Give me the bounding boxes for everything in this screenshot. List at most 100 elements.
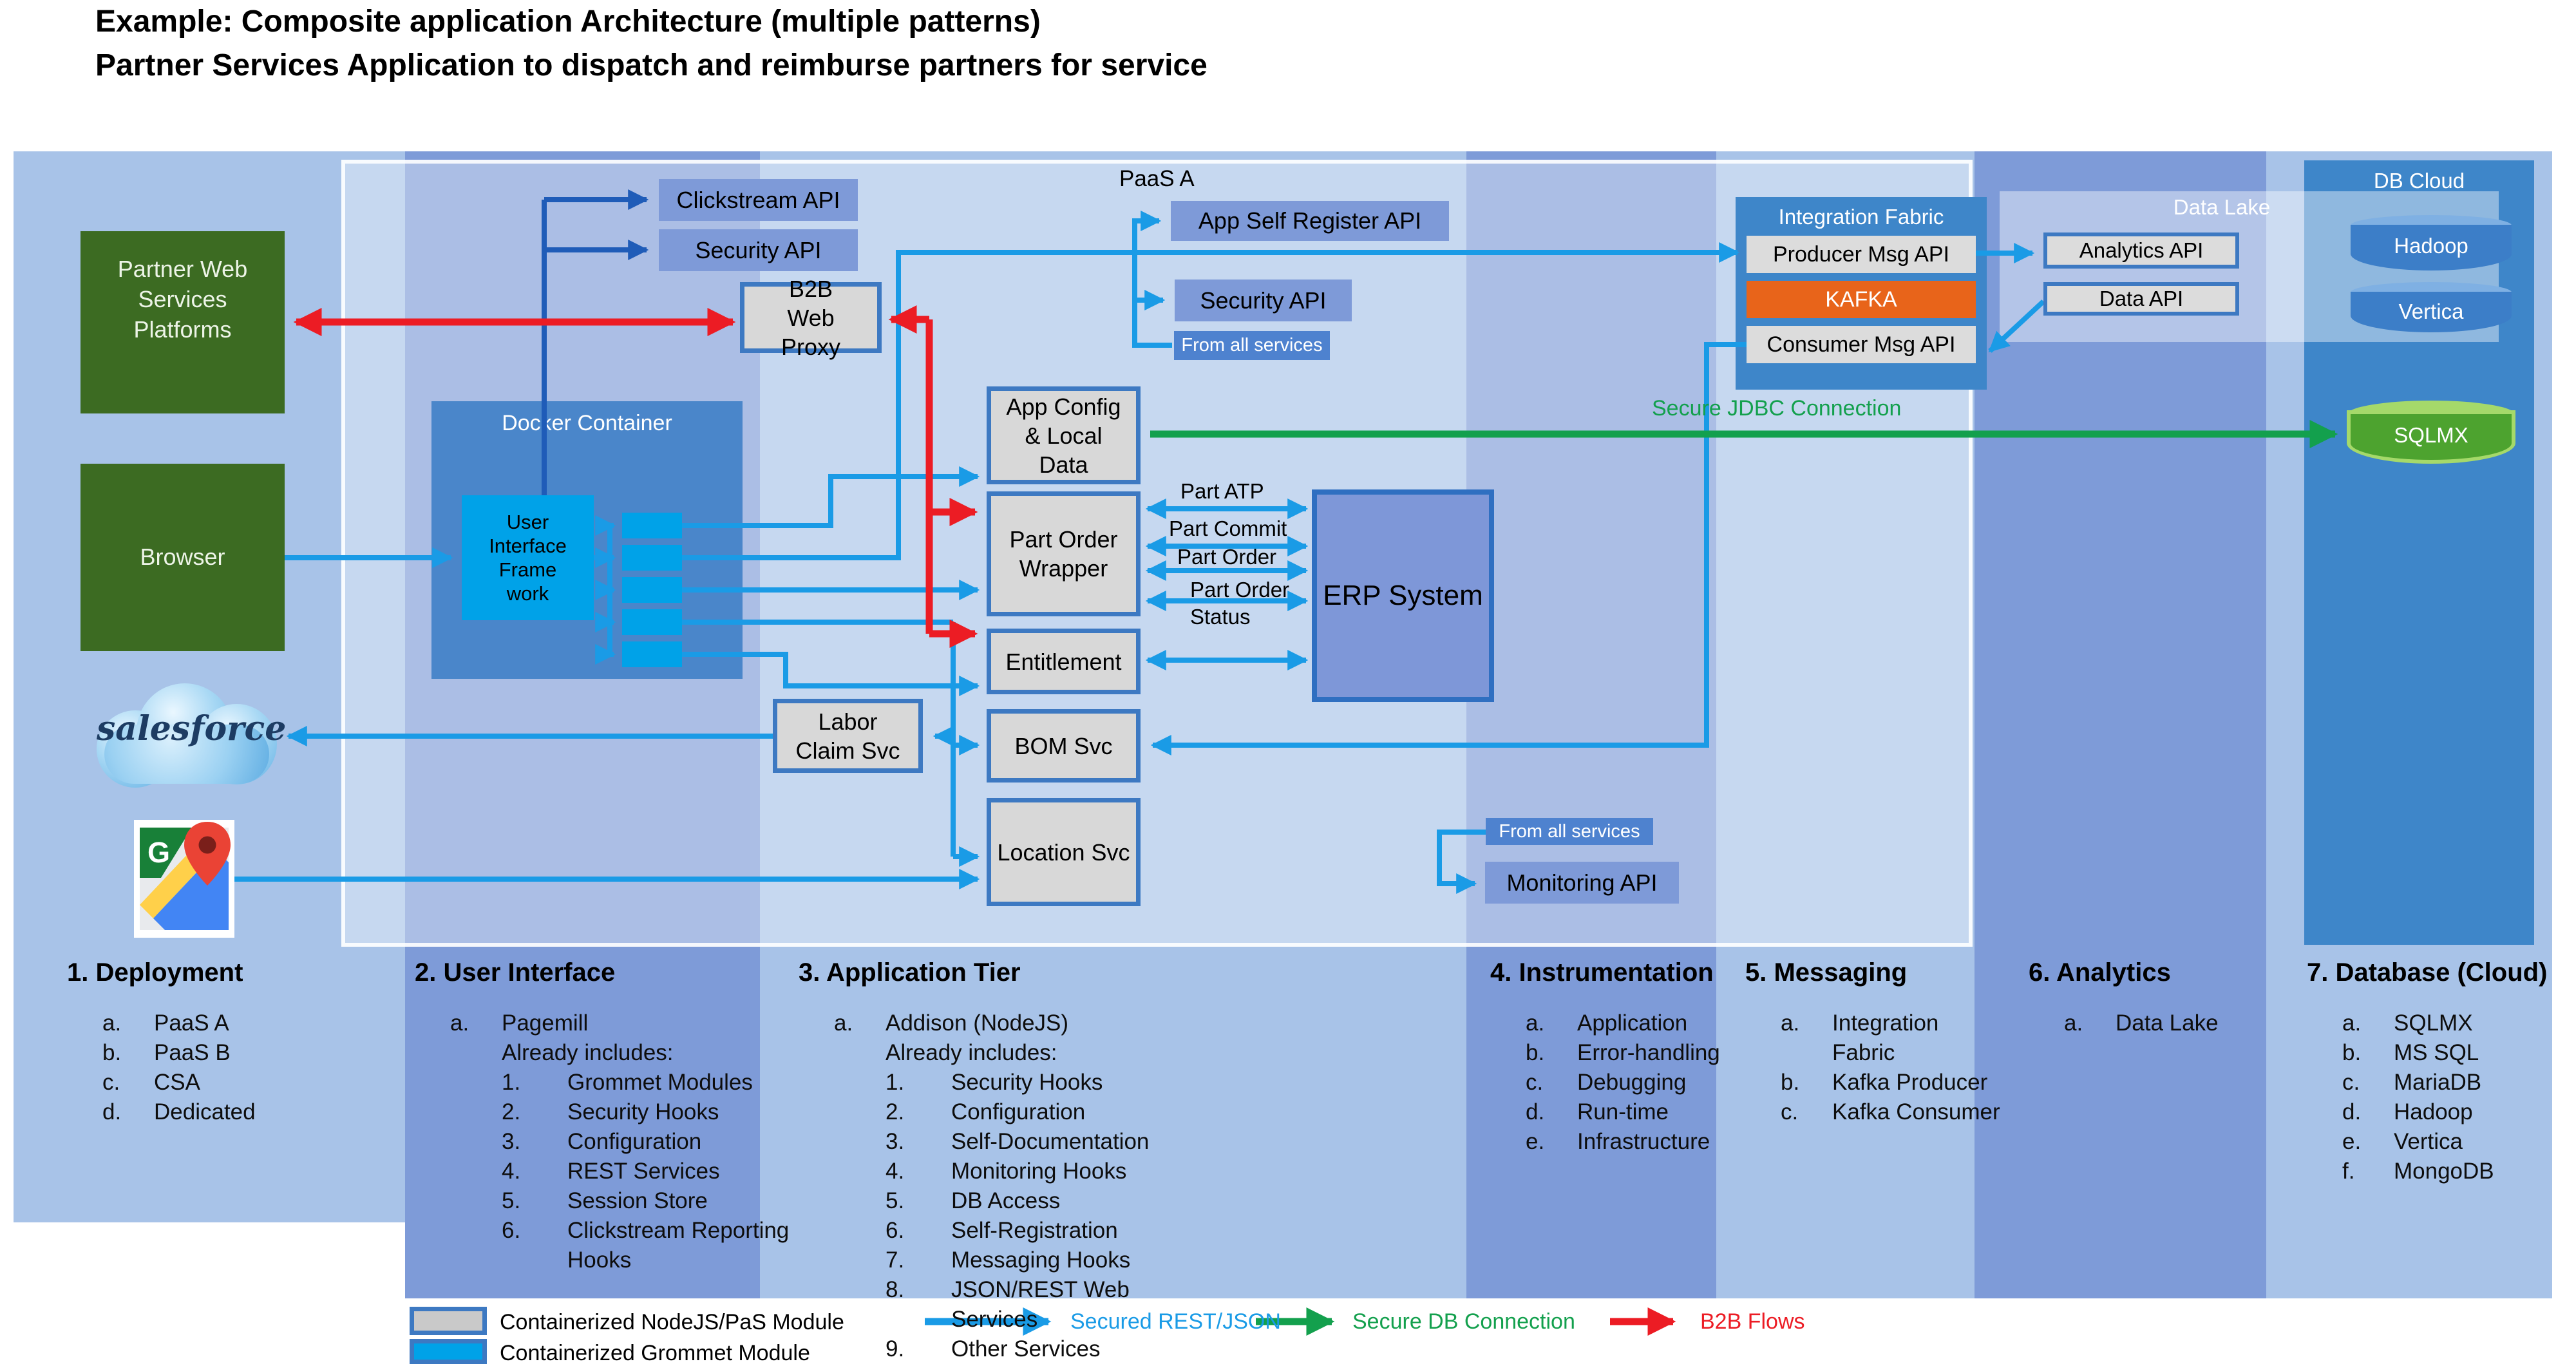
app-config-box: App Config & Local Data	[987, 386, 1141, 484]
list-item: 6.Self-Registration	[886, 1218, 1118, 1243]
list-item: d.Hadoop	[2342, 1099, 2473, 1124]
data-api-label: Data API	[2099, 287, 2184, 310]
docker-container-label: Docker Container	[502, 411, 672, 435]
band-user-interface	[405, 151, 760, 1298]
paas-security-api-label: Security API	[1200, 287, 1327, 314]
list-item: e.Vertica	[2342, 1129, 2463, 1154]
producer-msg-api-box: Producer Msg API	[1747, 236, 1976, 273]
list-item: 9.Other Services	[886, 1336, 1101, 1361]
list-item: c.Kafka Consumer	[1781, 1099, 2000, 1124]
b2b-lines	[293, 305, 1676, 1336]
entitlement-label: Entitlement	[1005, 648, 1122, 675]
grommet-module-block	[622, 577, 682, 603]
legend-grommet-label: Containerized Grommet Module	[500, 1341, 810, 1365]
flow-label-part-order: Part Order	[1177, 545, 1277, 569]
slide-title-line2: Partner Services Application to dispatch…	[95, 48, 1208, 82]
b2b-web-proxy-box: B2B Web Proxy	[740, 276, 882, 360]
monitoring-from-all-label: From all services	[1499, 821, 1640, 842]
labor-claim-svc-box: Labor Claim Svc	[773, 699, 923, 773]
legend-nodejs-label: Containerized NodeJS/PaS Module	[500, 1310, 844, 1334]
entitlement-box: Entitlement	[987, 629, 1141, 694]
list-item: 1.Security Hooks	[886, 1070, 1103, 1095]
legend-nodejs-swatch	[410, 1307, 487, 1335]
ui-framework-label: User Interface Frame work	[489, 510, 567, 605]
security-api-label: Security API	[695, 236, 822, 263]
app-self-register-api-box: App Self Register API	[1171, 201, 1449, 241]
consumer-msg-api-box: Consumer Msg API	[1747, 326, 1976, 363]
cylinder-body	[2351, 414, 2512, 460]
list-item: c.Debugging	[1526, 1070, 1687, 1095]
list-item: c.CSA	[102, 1070, 200, 1095]
jdbc-connection-label: Secure JDBC Connection	[1652, 396, 1902, 421]
flow-label-part-commit: Part Commit	[1169, 517, 1287, 540]
clickstream-api-box: Clickstream API	[659, 179, 858, 221]
app-config-label: App Config & Local Data	[1006, 393, 1121, 478]
list-item: 7.Messaging Hooks	[886, 1247, 1131, 1273]
list-item: Already includes:	[502, 1040, 674, 1065]
bom-svc-label: BOM Svc	[1014, 732, 1113, 759]
labor-claim-svc-label: Labor Claim Svc	[795, 708, 900, 764]
list-item: a.Addison (NodeJS)	[834, 1010, 1069, 1036]
list-item: 2.Security Hooks	[502, 1099, 719, 1124]
list-item: 5.DB Access	[886, 1188, 1061, 1213]
hadoop-cylinder: Hadoop	[2351, 215, 2512, 270]
column-header-database: 7. Database (Cloud)	[2307, 958, 2548, 987]
column-header-instrumentation: 4. Instrumentation	[1490, 958, 1714, 987]
location-svc-label: Location Svc	[997, 839, 1130, 866]
list-item: 3.Configuration	[502, 1129, 702, 1154]
salesforce-logo: salesforce	[97, 679, 286, 789]
legend-grommet-swatch	[410, 1339, 487, 1364]
legend-b2b-label: B2B Flows	[1700, 1309, 1805, 1334]
column-header-messaging: 5. Messaging	[1745, 958, 1908, 987]
vertica-cylinder: Vertica	[2351, 282, 2512, 332]
list-item: 5.Session Store	[502, 1188, 708, 1213]
list-item: a.Application	[1526, 1010, 1688, 1036]
list-item: b.Kafka Producer	[1781, 1070, 1988, 1095]
bom-svc-box: BOM Svc	[987, 709, 1141, 783]
analytics-api-label: Analytics API	[2079, 238, 2204, 262]
browser-label: Browser	[140, 544, 225, 571]
from-all-services-label: From all services	[1181, 335, 1323, 356]
legend-rest-label: Secured REST/JSON	[1070, 1309, 1281, 1334]
list-item: Already includes:	[886, 1040, 1057, 1065]
flow-label-part-atp: Part ATP	[1180, 479, 1264, 503]
list-item: a.Data Lake	[2064, 1010, 2219, 1036]
cylinder-body	[2351, 225, 2512, 270]
list-item: f.MongoDB	[2342, 1159, 2494, 1184]
sqlmx-label: SQLMX	[2394, 423, 2468, 448]
browser-box: Browser	[80, 464, 285, 651]
column-header-user-interface: 2. User Interface	[415, 958, 616, 987]
consumer-msg-api-label: Consumer Msg API	[1766, 332, 1956, 357]
part-order-wrapper-box: Part Order Wrapper	[987, 491, 1141, 616]
location-svc-box: Location Svc	[987, 798, 1141, 906]
list-item: d.Run-time	[1526, 1099, 1669, 1124]
list-item: 1.Grommet Modules	[502, 1070, 753, 1095]
rest-json-lines	[234, 211, 2045, 1336]
paas-security-api-box: Security API	[1175, 280, 1352, 321]
column-header-analytics: 6. Analytics	[2029, 958, 2171, 987]
kafka-label: KAFKA	[1825, 287, 1897, 312]
kafka-box: KAFKA	[1747, 281, 1976, 318]
ui-framework-box: User Interface Frame work	[462, 495, 594, 620]
producer-msg-api-label: Producer Msg API	[1772, 242, 1949, 267]
data-api-box: Data API	[2043, 282, 2239, 316]
app-self-register-api-label: App Self Register API	[1198, 207, 1422, 234]
grommet-module-block	[622, 641, 682, 667]
svg-text:G: G	[147, 836, 170, 869]
flow-label-part-order-status: Part Order Status	[1190, 578, 1290, 629]
list-item: b.MS SQL	[2342, 1040, 2479, 1065]
partner-web-services-label: Partner Web Services Platforms	[117, 256, 248, 343]
legend-db-label: Secure DB Connection	[1352, 1309, 1575, 1334]
db-connection-lines	[1150, 420, 2338, 1336]
band-instrumentation	[1466, 151, 1716, 1298]
analytics-api-box: Analytics API	[2043, 232, 2239, 269]
column-header-application-tier: 3. Application Tier	[799, 958, 1021, 987]
list-item: e.Infrastructure	[1526, 1129, 1710, 1154]
integration-fabric-label: Integration Fabric	[1778, 205, 1944, 229]
list-item: a.PaaS A	[102, 1010, 229, 1036]
